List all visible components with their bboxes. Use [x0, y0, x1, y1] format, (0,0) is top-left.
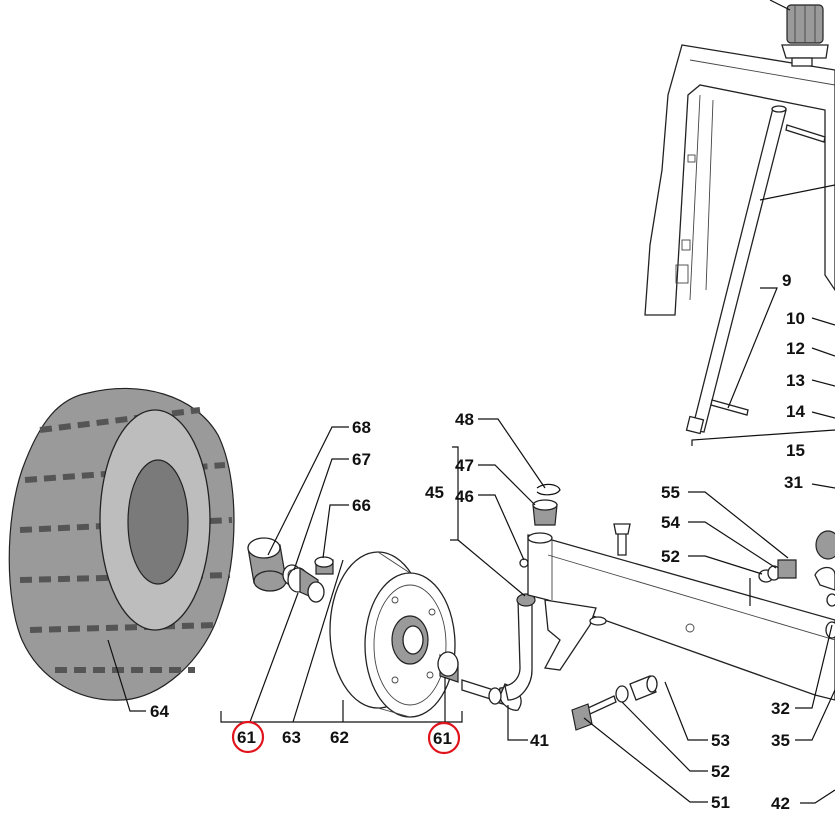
highlight-circle-61-left: [231, 720, 265, 754]
label-68: 68: [352, 418, 371, 437]
steering-rod: [685, 105, 835, 435]
label-67: 67: [352, 450, 371, 469]
label-41: 41: [530, 731, 549, 750]
label-31: 31: [784, 473, 803, 492]
label-9: 9: [782, 271, 791, 290]
steering-shaft-top: [769, 0, 829, 67]
label-52-upper: 52: [661, 547, 680, 566]
label-48: 48: [455, 410, 474, 429]
highlight-circle-61-right: [427, 721, 461, 755]
label-55: 55: [661, 483, 680, 502]
tire-64: [8, 387, 235, 701]
label-13: 13: [786, 371, 805, 390]
label-35: 35: [771, 731, 790, 750]
grease-fitting-46: [519, 558, 529, 568]
label-64: 64: [150, 702, 169, 721]
label-66: 66: [352, 496, 371, 515]
bushing-61-right: [437, 651, 459, 683]
bushing-68: [247, 537, 287, 592]
label-52-lower: 52: [711, 762, 730, 781]
label-14: 14: [786, 402, 805, 421]
spindle-41: [461, 593, 536, 711]
grease-fitting-66: [314, 556, 334, 575]
rim-63: [329, 551, 456, 718]
bolt-upper: [613, 523, 631, 556]
label-12: 12: [786, 339, 805, 358]
label-62: 62: [330, 728, 349, 747]
label-10: 10: [786, 309, 805, 328]
label-42: 42: [771, 794, 790, 813]
clip-48: [536, 483, 561, 496]
label-63: 63: [282, 728, 301, 747]
pivot-parts-right: [814, 530, 835, 639]
label-51: 51: [711, 793, 730, 812]
label-45: 45: [425, 483, 444, 502]
front-axle-beam: [527, 532, 835, 701]
label-61-left: 61: [237, 728, 256, 747]
label-46: 46: [455, 487, 474, 506]
label-61-right: 61: [433, 729, 452, 748]
bushing-61-left: [287, 566, 325, 603]
bushing-47: [532, 499, 558, 526]
nut-55-washers-54-52: [758, 559, 797, 583]
label-32: 32: [771, 699, 790, 718]
dashboard-frame: [644, 44, 835, 316]
label-53: 53: [711, 731, 730, 750]
label-15: 15: [786, 441, 805, 460]
bolt-51-washer-52-spacer-53: [571, 675, 658, 731]
label-47: 47: [455, 456, 474, 475]
leader-lines: [107, 287, 835, 804]
label-54: 54: [661, 513, 680, 532]
